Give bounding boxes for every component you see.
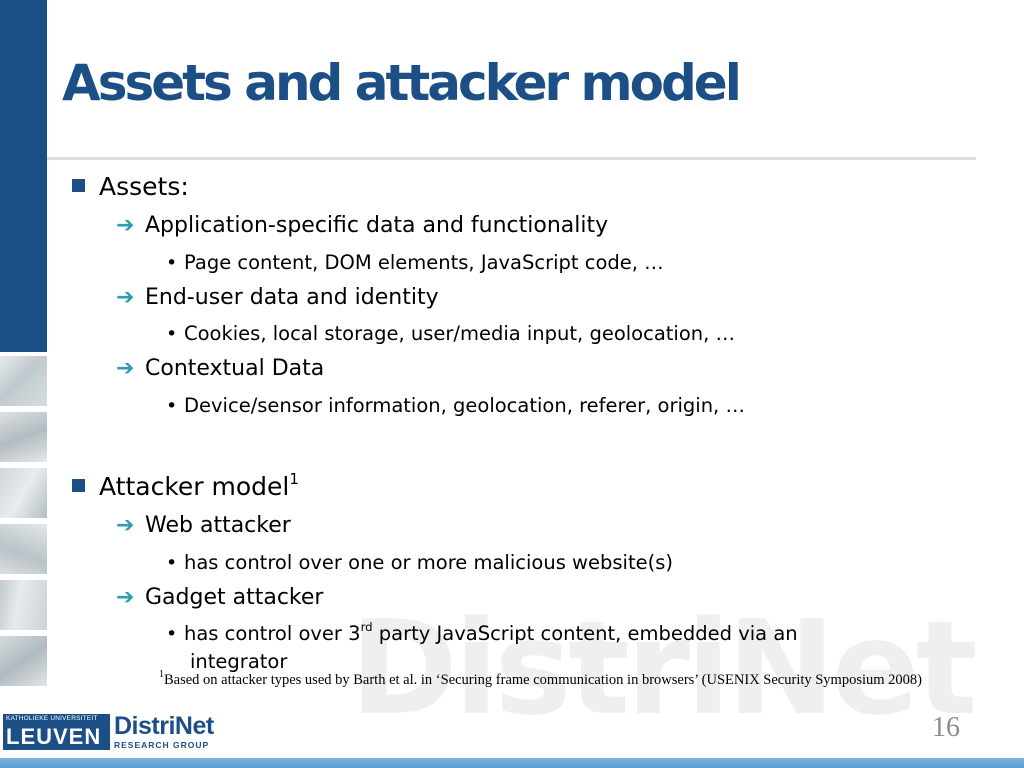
detail-text: Page content, DOM elements, JavaScript c…	[184, 251, 664, 274]
bullet-label: Attacker model	[99, 472, 290, 501]
detail-text-start: has control over 3	[184, 622, 361, 645]
bullet-assets: Assets:	[72, 172, 189, 201]
distrinet-logo-main: DistriNet	[114, 712, 214, 740]
arrow-right-icon: ➔	[116, 285, 135, 310]
sub-bullet-label: Gadget attacker	[145, 585, 324, 610]
bullet-label: Assets:	[99, 172, 189, 201]
title-divider	[47, 157, 976, 160]
sub-bullet: ➔ Contextual Data	[116, 356, 324, 381]
sub-bullet: ➔ End-user data and identity	[116, 285, 439, 310]
page-number: 16	[932, 712, 960, 743]
bullet-attacker-model: Attacker model1	[72, 469, 299, 501]
detail-bullet: • Cookies, local storage, user/media inpu…	[166, 322, 735, 345]
sub-bullet-label: Contextual Data	[145, 356, 325, 381]
ordinal-suffix: rd	[360, 619, 373, 634]
detail-bullet: • Page content, DOM elements, JavaScript …	[166, 251, 664, 274]
distrinet-logo: DistriNet RESEARCH GROUP	[114, 712, 234, 750]
detail-bullet: • has control over 3rd party JavaScript c…	[166, 619, 798, 645]
footnote-marker: 1	[289, 469, 299, 488]
kuleuven-logo: KATHOLIEKE UNIVERSITEIT LEUVEN	[3, 714, 110, 750]
square-bullet-icon	[72, 479, 85, 492]
slide-title: Assets and attacker model	[62, 54, 742, 112]
left-accent-bar	[0, 0, 47, 352]
side-photo	[0, 468, 47, 518]
sub-bullet: ➔ Web attacker	[116, 513, 291, 538]
footnote: 1Based on attacker types used by Barth e…	[159, 669, 922, 689]
side-photo	[0, 356, 47, 406]
detail-text: has control over one or more malicious w…	[184, 551, 673, 574]
dot-bullet-icon: •	[166, 395, 178, 417]
watermark: DistriNet	[350, 592, 978, 744]
arrow-right-icon: ➔	[116, 356, 135, 381]
detail-text: Cookies, local storage, user/media input…	[184, 322, 736, 345]
dot-bullet-icon: •	[166, 252, 178, 274]
detail-continuation: integrator	[190, 650, 288, 673]
footer-bar	[0, 758, 1024, 768]
side-photo	[0, 524, 47, 574]
side-photo	[0, 580, 47, 630]
sub-bullet-label: Application-specific data and functional…	[145, 213, 609, 238]
detail-bullet: • has control over one or more malicious …	[166, 551, 673, 574]
kuleuven-logo-main: LEUVEN	[6, 724, 102, 749]
detail-bullet: • Device/sensor information, geolocation,…	[166, 394, 745, 417]
side-photo	[0, 636, 47, 686]
detail-text: Device/sensor information, geolocation, …	[184, 394, 745, 417]
dot-bullet-icon: •	[166, 552, 178, 574]
sub-bullet: ➔ Application-specific data and functiona…	[116, 213, 608, 238]
distrinet-logo-sub: RESEARCH GROUP	[114, 740, 210, 750]
sub-bullet-label: End-user data and identity	[145, 285, 439, 310]
side-photo	[0, 412, 47, 462]
arrow-right-icon: ➔	[116, 213, 135, 238]
footnote-text: Based on attacker types used by Barth et…	[164, 672, 922, 688]
detail-text-end: party JavaScript content, embedded via a…	[372, 622, 798, 645]
side-photo-strip	[0, 356, 47, 686]
arrow-right-icon: ➔	[116, 585, 135, 610]
footnote-number: 1	[159, 669, 164, 681]
sub-bullet: ➔ Gadget attacker	[116, 585, 323, 610]
dot-bullet-icon: •	[166, 623, 178, 645]
arrow-right-icon: ➔	[116, 513, 135, 538]
square-bullet-icon	[72, 179, 85, 192]
kuleuven-logo-top: KATHOLIEKE UNIVERSITEIT	[6, 715, 98, 722]
sub-bullet-label: Web attacker	[145, 513, 291, 538]
dot-bullet-icon: •	[166, 323, 178, 345]
